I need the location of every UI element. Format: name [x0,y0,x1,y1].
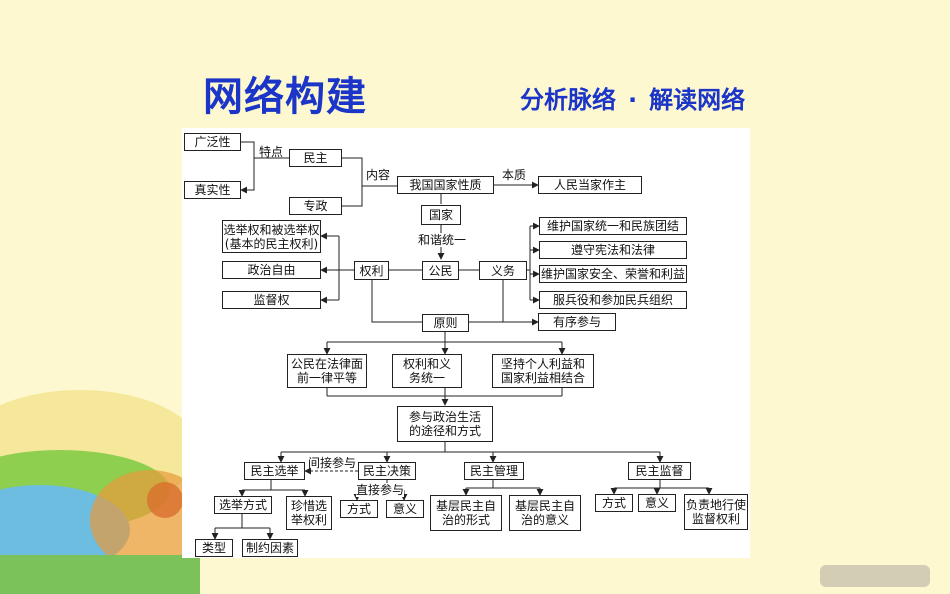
page-title: 网络构建 [203,74,367,120]
subtitle-dot: · [628,86,638,114]
node-jiandu-fangshi: 方式 [595,494,633,512]
subtitle-left: 分析脉络 [520,86,616,114]
decorative-corner-image [810,555,950,594]
node-fubingyi: 服兵役和参加民兵组织 [539,291,687,309]
node-weihu-tongyi: 维护国家统一和民族团结 [539,217,687,235]
node-youxu: 有序参与 [538,313,616,331]
node-gongmin: 公民 [422,261,459,280]
node-yiwu: 义务 [479,261,527,280]
node-xuanju-quan: 选举权和被选举权 (基本的民主权利) [222,220,321,253]
node-zunshou: 遵守宪法和法律 [539,241,687,259]
edge-label-jianjie: 间接参与 [308,456,357,470]
node-weihu-anquan: 维护国家安全、荣誉和利益 [539,265,687,283]
node-minzhu-guanli: 民主管理 [464,462,524,480]
node-yuanze: 原则 [422,314,469,332]
node-fuze: 负责地行使 监督权利 [684,494,748,530]
node-guojia-xingzhi: 我国国家性质 [397,176,494,194]
node-canyu: 参与政治生活 的途径和方式 [397,406,493,442]
node-tongyi: 权利和义 务统一 [392,354,462,388]
node-zhenxi: 珍惜选 举权利 [286,496,332,530]
concept-map: 广泛性 真实性 民主 专政 我国国家性质 人民当家作主 国家 选举权和被选举权 … [182,128,750,558]
node-zhenshi: 真实性 [184,181,241,199]
node-jiehe: 坚持个人利益和 国家利益相结合 [492,354,594,388]
node-minzhu-jiandu: 民主监督 [628,462,691,480]
node-minzhu: 民主 [289,149,342,167]
node-zhengzhi-ziyou: 政治自由 [222,261,321,279]
node-xuanju-fangshi: 选举方式 [214,496,272,514]
node-guojia: 国家 [421,205,461,225]
node-minzhu-xuanju: 民主选举 [244,462,305,480]
node-juece-yiyi: 意义 [386,500,424,518]
connector-lines [211,138,713,540]
node-jiandu-yiyi: 意义 [638,494,676,512]
node-renmin-dangjia: 人民当家作主 [538,176,642,194]
page-subtitle: 分析脉络 · 解读网络 [520,80,745,115]
edge-label-benzhi: 本质 [502,168,527,182]
node-zhuanzheng: 专政 [289,197,342,215]
node-zizhi-yiyi: 基层民主自 治的意义 [509,495,581,531]
decorative-landscape-image [0,380,200,594]
subtitle-right: 解读网络 [649,86,746,114]
node-guangfan: 广泛性 [184,133,241,151]
node-pingdeng: 公民在法律面 前一律平等 [287,354,367,388]
edge-label-zhijie: 直接参与 [356,483,405,497]
node-leixing: 类型 [195,539,233,557]
node-juece-fangshi: 方式 [340,500,378,518]
edge-label-hexie-tongyi: 和谐统一 [418,233,467,247]
node-minzhu-juece: 民主决策 [358,462,416,480]
node-quanli: 权利 [354,261,389,280]
node-jiandu-quan: 监督权 [222,291,321,309]
node-zizhi-xingshi: 基层民主自 治的形式 [430,495,502,531]
node-zhiyue: 制约因素 [242,539,298,557]
edge-label-neirong: 内容 [366,168,391,182]
edge-label-tedian: 特点 [259,145,284,159]
